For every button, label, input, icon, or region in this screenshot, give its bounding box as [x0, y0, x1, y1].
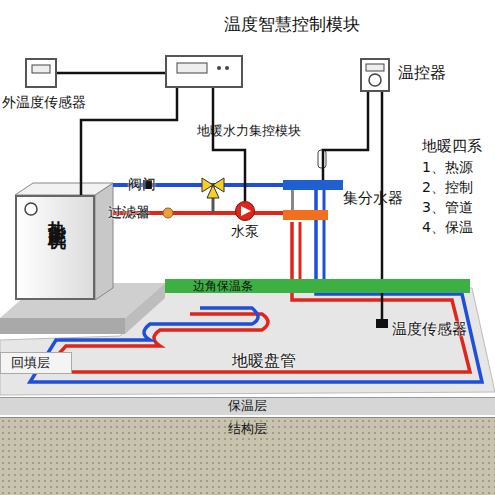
control-wire [323, 92, 368, 180]
blue-coil [30, 190, 482, 382]
filter-symbol [163, 208, 173, 218]
annotation-label: 地暖盘管 [232, 352, 296, 370]
thermometer-icon [318, 150, 326, 168]
sensor-display [27, 60, 55, 86]
thermostat-dial [362, 60, 388, 90]
insulation-band: 保温层 [0, 397, 495, 415]
control-wire [213, 88, 245, 201]
control-wire [57, 72, 165, 75]
node-label: 热能主机 [47, 207, 67, 219]
node-label: 集分水器 [343, 190, 403, 207]
node-label: 结构层 [228, 422, 267, 436]
annotation-label: 温度传感器 [392, 321, 467, 338]
annotation-label: 地暖水力集控模块 [197, 124, 301, 138]
node-label: 边角保温条 [193, 279, 253, 293]
pump-symbol [235, 201, 255, 221]
manifold-bars [283, 180, 343, 224]
controller-box: 温度智慧控制模块 [165, 55, 243, 88]
blue-return [323, 190, 326, 288]
manifold: 集分水器 [283, 180, 343, 224]
control-wire [81, 88, 177, 195]
valve-symbol [207, 185, 219, 198]
floor-sensor [376, 319, 388, 328]
thermostat-box: 温控器 [360, 58, 390, 92]
node-label: 外温度传感器 [2, 95, 86, 110]
annotation-label: 过滤器 [108, 205, 150, 220]
platform-front [0, 318, 125, 334]
edge-insulation-strip: 边角保温条 [165, 279, 470, 293]
annotation-label: 4、保温 [422, 220, 473, 235]
annotation-label: 地暖四系 [422, 138, 482, 155]
pump-circle: 水泵 [235, 201, 255, 221]
annotation-label: 阀门 [128, 177, 156, 192]
boiler-box: 热能主机 [15, 195, 95, 300]
node-label: 温控器 [398, 64, 446, 82]
controller-display [167, 57, 241, 86]
structure-band: 结构层 [0, 417, 495, 495]
node-label: 水泵 [231, 224, 259, 239]
node-label: 保温层 [228, 399, 267, 413]
boiler-side [95, 183, 113, 300]
sensor-box: 外温度传感器 [25, 58, 57, 88]
red-coil [42, 222, 470, 372]
annotation-label: 1、热源 [422, 160, 473, 175]
annotation-label: 2、控制 [422, 180, 473, 195]
node-label: 温度智慧控制模块 [224, 15, 360, 34]
boiler-top [15, 183, 113, 195]
backfill-band: 回填层 [0, 352, 72, 374]
annotation-label: 3、管道 [422, 200, 473, 215]
node-label: 回填层 [11, 356, 50, 370]
